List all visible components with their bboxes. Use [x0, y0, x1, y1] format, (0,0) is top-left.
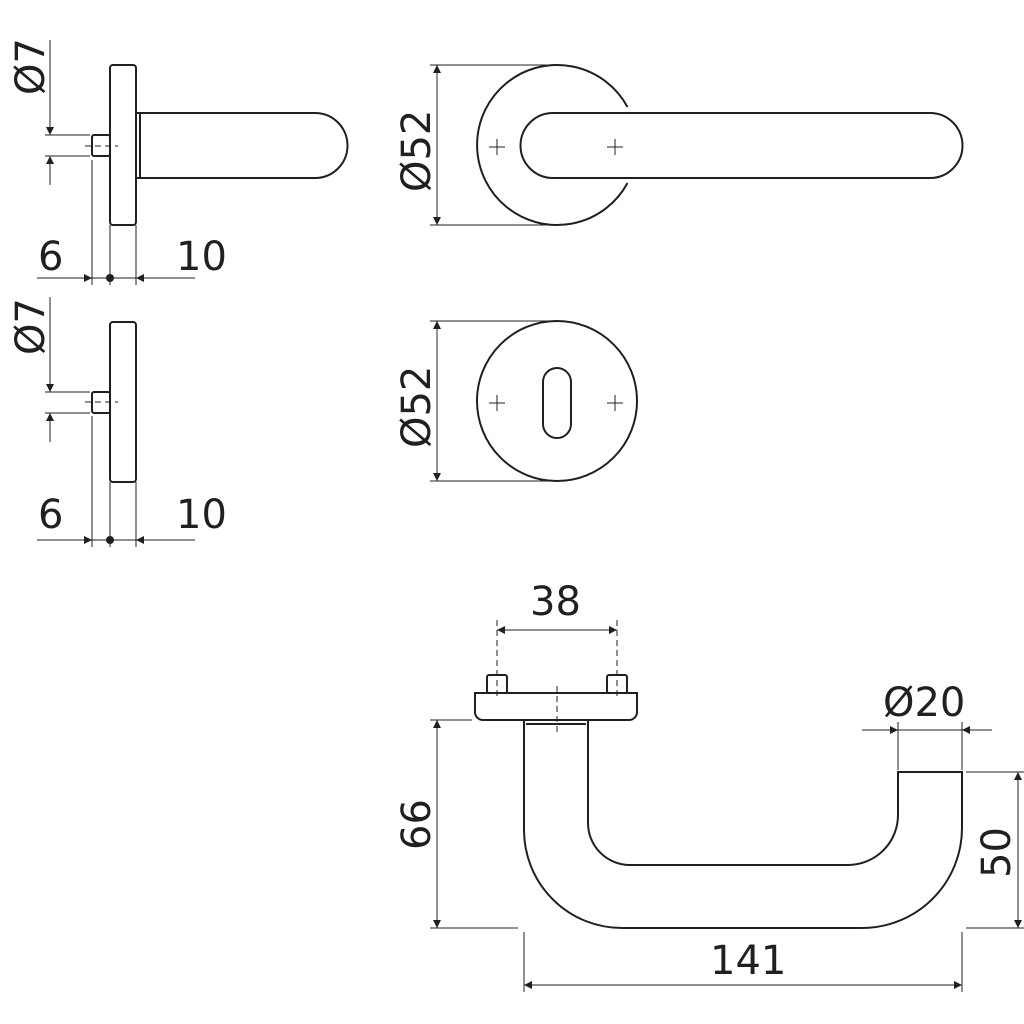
rose-diameter-label: Ø52: [394, 110, 440, 192]
rose-thickness-label: 10: [176, 234, 227, 280]
rose-outline: [476, 64, 629, 226]
screw-cross-icon: [489, 139, 623, 155]
rose-diameter-label: Ø52: [394, 366, 440, 448]
escutcheon-outline: [476, 320, 638, 482]
rose-plate: [474, 692, 638, 721]
pin-length-label: 6: [38, 234, 63, 280]
top-view-lever: 38 Ø20 66 50 141: [394, 579, 1024, 992]
front-view-lever: Ø52: [394, 64, 964, 226]
keyhole-icon: [542, 367, 572, 439]
lever-arm: [519, 112, 964, 179]
lever-arm: [137, 112, 349, 179]
side-view-lever: Ø7 6 10: [8, 38, 349, 285]
height-label: 66: [394, 799, 440, 850]
pin-diameter-label: Ø7: [8, 298, 54, 355]
screw-cross-icon: [489, 395, 623, 411]
lever-grip: [523, 720, 963, 929]
projection-label: 50: [974, 827, 1020, 878]
escutcheon-plate: [109, 321, 137, 483]
rose-plate: [109, 64, 137, 226]
side-view-escutcheon: Ø7 6 10: [8, 297, 227, 547]
front-view-escutcheon: Ø52: [394, 320, 638, 482]
pin-length-label: 6: [38, 492, 63, 538]
pin-spacing-label: 38: [530, 579, 581, 625]
rose-thickness-label: 10: [176, 492, 227, 538]
pin-diameter-label: Ø7: [8, 38, 54, 95]
grip-diameter-label: Ø20: [883, 680, 965, 726]
length-label: 141: [710, 938, 786, 984]
